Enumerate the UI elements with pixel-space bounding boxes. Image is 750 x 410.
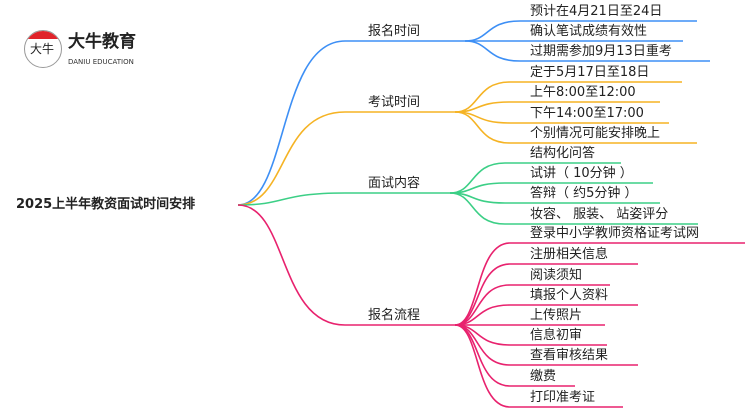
branch-node[interactable]: 考试时间 bbox=[368, 95, 421, 110]
leaf-node[interactable]: 答辩（ 约5分钟 ） bbox=[530, 186, 638, 201]
logo: 大牛 大牛教育 DANIU EDUCATION bbox=[22, 26, 152, 72]
leaf-node[interactable]: 上传照片 bbox=[530, 308, 583, 323]
leaf-node[interactable]: 预计在4月21日至24日 bbox=[530, 4, 663, 19]
branch-connector bbox=[237, 204, 455, 326]
leaf-node[interactable]: 定于5月17日至18日 bbox=[530, 65, 650, 80]
branch-node[interactable]: 报名流程 bbox=[368, 308, 421, 323]
leaf-connector bbox=[454, 242, 745, 326]
logo-text: 大牛教育 bbox=[68, 32, 136, 52]
leaf-node[interactable]: 登录中小学教师资格证考试网 bbox=[530, 226, 700, 241]
leaf-node[interactable]: 结构化问答 bbox=[530, 146, 596, 161]
leaf-node[interactable]: 阅读须知 bbox=[530, 268, 583, 283]
logo-subtext: DANIU EDUCATION bbox=[68, 58, 134, 66]
branch-connector bbox=[237, 40, 465, 206]
branch-connector bbox=[237, 111, 455, 206]
root-node[interactable]: 2025上半年教资面试时间安排 bbox=[16, 197, 196, 212]
leaf-node[interactable]: 妆容、 服装、 站姿评分 bbox=[530, 207, 669, 222]
leaf-node[interactable]: 缴费 bbox=[530, 369, 557, 384]
leaf-node[interactable]: 填报个人资料 bbox=[530, 288, 609, 303]
leaf-node[interactable]: 下午14:00至17:00 bbox=[530, 106, 644, 121]
leaf-connector bbox=[449, 192, 698, 225]
branch-node[interactable]: 面试内容 bbox=[368, 176, 421, 191]
logo-mark-text: 大牛 bbox=[30, 42, 55, 56]
leaf-connector bbox=[454, 263, 638, 326]
branch-node[interactable]: 报名时间 bbox=[368, 24, 421, 39]
leaf-node[interactable]: 信息初审 bbox=[530, 328, 583, 343]
leaf-connector bbox=[464, 40, 710, 62]
logo-mark-icon: 大牛 bbox=[24, 30, 62, 68]
leaf-node[interactable]: 查看审核结果 bbox=[530, 348, 609, 363]
leaf-node[interactable]: 注册相关信息 bbox=[530, 247, 609, 262]
leaf-node[interactable]: 个别情况可能安排晚上 bbox=[530, 126, 661, 141]
leaf-node[interactable]: 上午8:00至12:00 bbox=[530, 85, 636, 100]
leaf-connector bbox=[454, 324, 623, 408]
leaf-connector bbox=[454, 111, 697, 144]
branch-connector bbox=[237, 192, 450, 206]
leaf-node[interactable]: 试讲（ 10分钟 ） bbox=[530, 166, 633, 181]
leaf-node[interactable]: 确认笔试成绩有效性 bbox=[530, 24, 648, 39]
leaf-node[interactable]: 过期需参加9月13日重考 bbox=[530, 44, 672, 59]
leaf-node[interactable]: 打印准考证 bbox=[530, 390, 596, 405]
leaf-connector bbox=[454, 284, 610, 326]
